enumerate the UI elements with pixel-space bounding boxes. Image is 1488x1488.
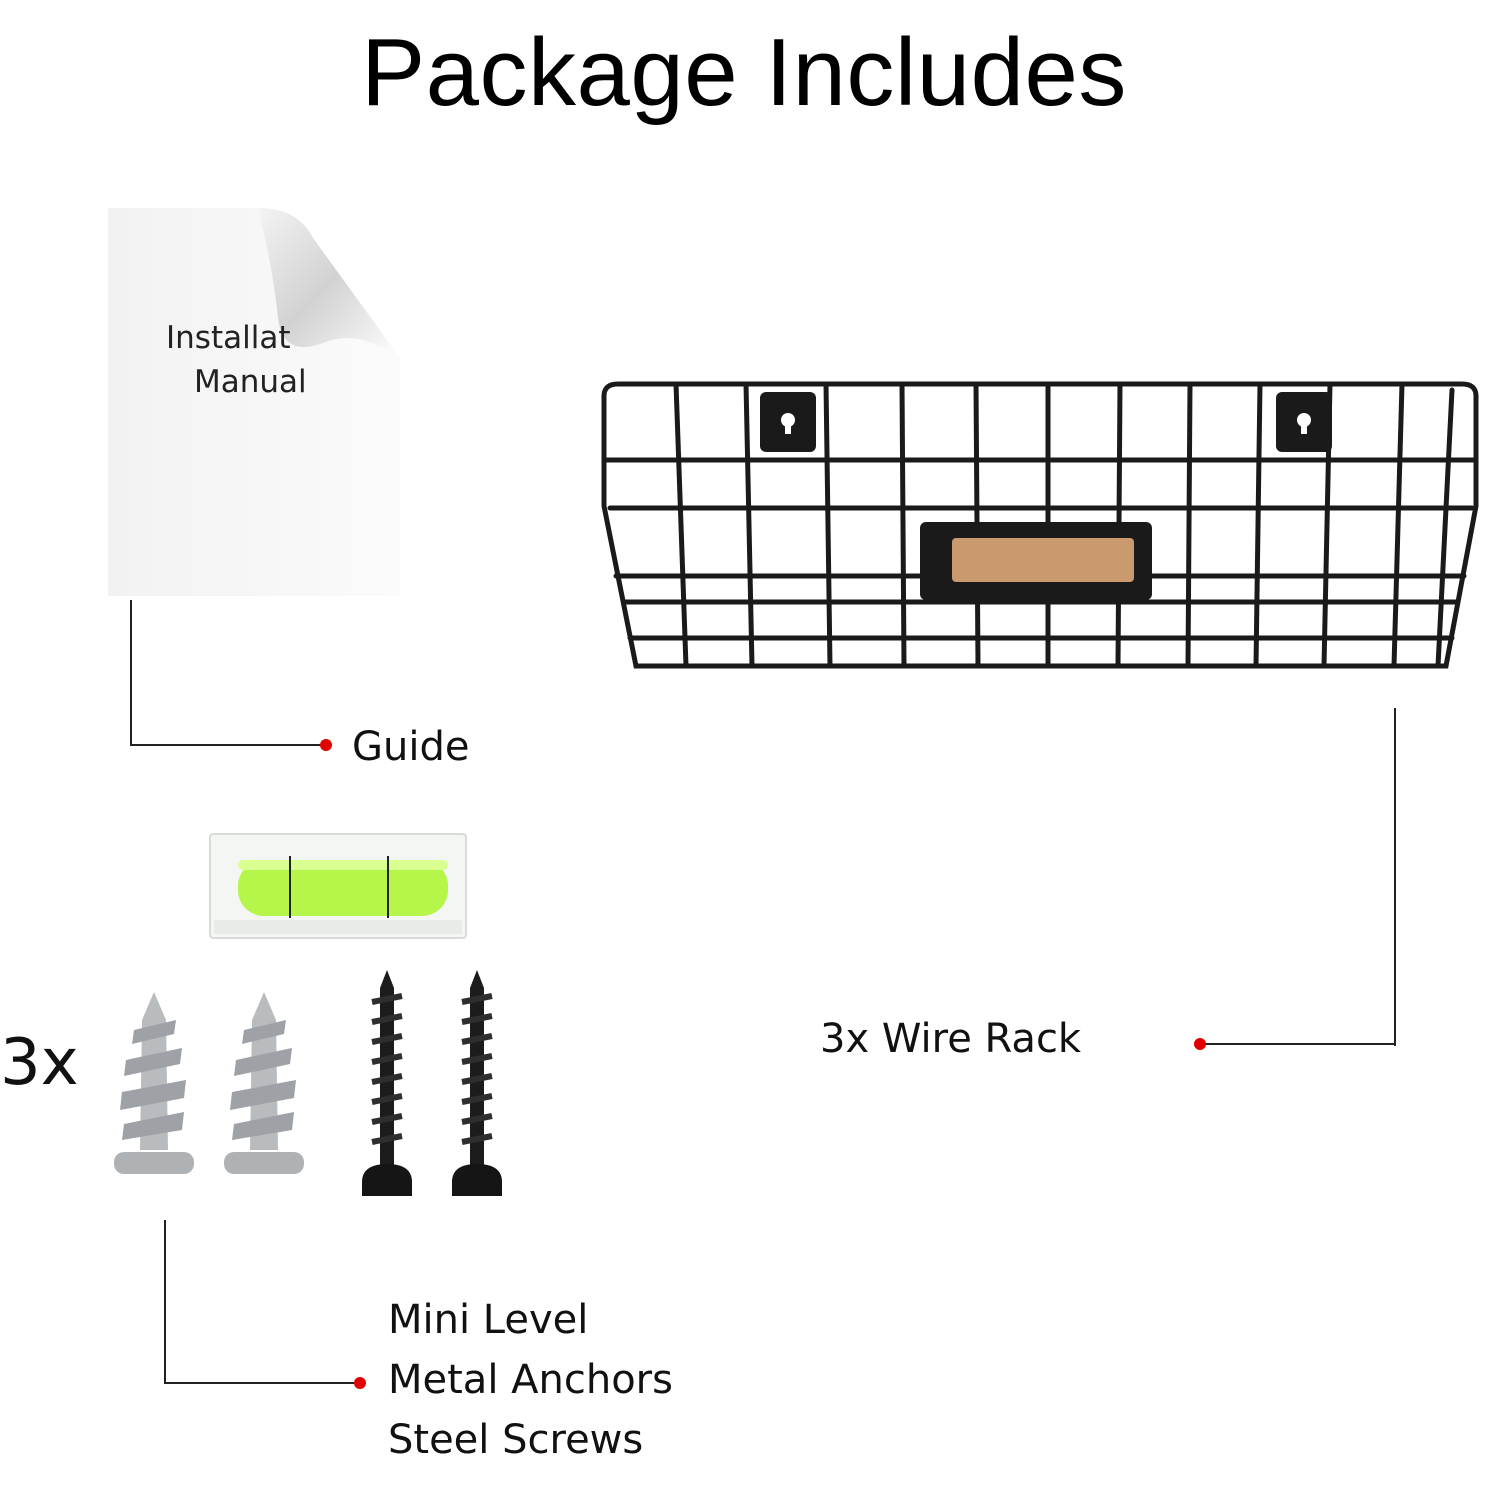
hardware-label-metal-anchors: Metal Anchors: [388, 1357, 673, 1403]
metal-anchor-image: [222, 990, 306, 1190]
metal-anchor-image: [112, 990, 196, 1190]
page-title: Package Includes: [361, 19, 1127, 126]
rack-leader-vertical: [1394, 708, 1396, 1046]
guide-label: Guide: [352, 724, 470, 770]
quantity-label: 3x: [0, 1026, 79, 1100]
steel-screw-image: [358, 968, 416, 1210]
installation-manual-image: Installat Manual: [108, 208, 400, 596]
rack-leader-horizontal: [1204, 1043, 1396, 1045]
guide-marker-dot: [320, 739, 332, 751]
steel-screw-image: [448, 968, 506, 1210]
manual-title-line2: Manual: [194, 364, 307, 400]
manual-title-line1: Installat: [166, 320, 291, 356]
hardware-label-mini-level: Mini Level: [388, 1297, 589, 1343]
hardware-marker-dot: [354, 1377, 366, 1389]
hardware-leader-vertical: [164, 1220, 166, 1384]
rack-marker-dot: [1194, 1038, 1206, 1050]
hardware-label-list: Mini Level Metal Anchors Steel Screws: [388, 1290, 673, 1470]
wire-rack-image: [596, 376, 1484, 692]
hardware-leader-horizontal: [164, 1382, 358, 1384]
guide-leader-vertical: [130, 600, 132, 746]
guide-leader-horizontal: [130, 744, 326, 746]
rack-label: 3x Wire Rack: [820, 1016, 1082, 1062]
mini-level-image: [209, 833, 467, 939]
hardware-label-steel-screws: Steel Screws: [388, 1417, 644, 1463]
